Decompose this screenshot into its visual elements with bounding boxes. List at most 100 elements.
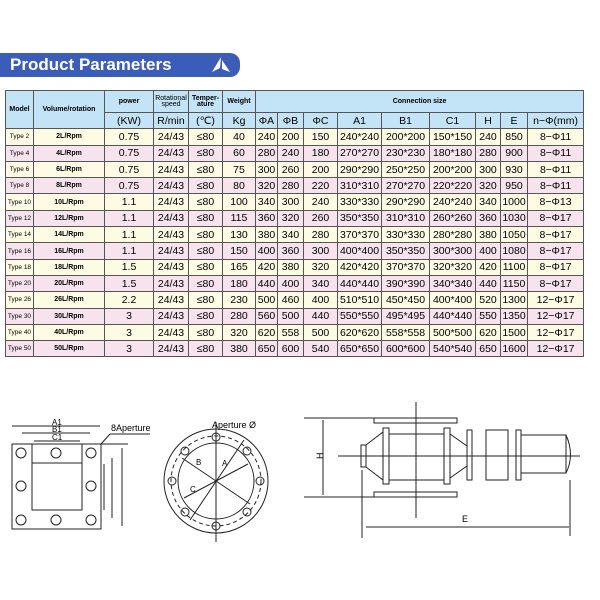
table-cell: 1050 [500,226,528,244]
table-cell: 340 [475,193,501,211]
table-cell: 8L/Rpm [33,177,105,195]
table-cell: 0.75 [104,177,154,195]
table-cell: 165 [222,258,256,276]
label-aperture-dia: Aperture Ø [212,420,256,430]
table-cell: 240*240 [429,193,476,211]
table-cell: 2L/Rpm [33,128,105,146]
table-cell: 380 [255,226,278,244]
table-cell: 400*400 [337,242,382,260]
table-cell: 400 [303,291,338,309]
table-cell: 8−Φ17 [526,242,585,260]
table-cell: 180 [222,274,256,293]
table-cell: 540 [303,340,338,358]
table-cell: 8−Φ17 [526,258,585,276]
table-cell: 220*220 [429,177,476,195]
square-flange-diagram: A1 B1 C1 8Aperture Aperture Ø A B C [11,418,269,542]
table-cell: ≤80 [188,144,223,162]
table-cell: Type 8 [5,177,34,195]
table-cell: Type 18 [5,258,34,276]
table-cell: 400 [255,242,278,260]
table-cell: 18L/Rpm [33,258,105,276]
table-cell: 558*558 [381,323,430,342]
table-cell: 900 [500,144,528,162]
table-cell: 850 [500,128,528,146]
table-cell: 520 [475,291,501,309]
table-cell: Type 10 [5,193,34,211]
table-cell: 240 [475,128,501,146]
table-cell: 180 [303,144,338,162]
table-cell: 1080 [500,242,528,260]
section-banner: Product Parameters [0,53,240,77]
table-cell: 310*310 [381,209,430,228]
table-cell: 4L/Rpm [33,144,105,162]
table-cell: 558 [277,323,304,342]
table-cell: 300 [277,193,304,211]
table-cell: 1.5 [104,274,154,293]
table-cell: 40L/Rpm [33,323,105,342]
table-cell: 500 [303,323,338,342]
table-cell: 1000 [500,193,528,211]
table-cell: 24/43 [153,242,189,260]
table-cell: 540*540 [429,340,476,358]
table-cell: 230*230 [381,144,430,162]
table-cell: 60 [222,144,256,162]
table-cell: 260 [303,209,338,228]
table-cell: ≤80 [188,160,223,179]
table-cell: 650 [255,340,278,358]
table-cell: Type 12 [5,209,34,228]
table-cell: 24/43 [153,193,189,211]
table-cell: 200*200 [429,160,476,179]
table-cell: 290*290 [337,160,382,179]
table-cell: 12−Φ17 [526,307,585,325]
table-cell: 320 [303,258,338,276]
table-cell: 260 [277,160,304,179]
table-cell: 12−Φ17 [526,340,585,358]
table-cell: 1100 [500,258,528,276]
table-cell: ≤80 [188,323,223,342]
unit-header: ΦB [277,111,304,130]
table-cell: 280 [255,144,278,162]
table-cell: 250*250 [381,160,430,179]
table-cell: 1.1 [104,242,154,260]
table-cell: 380 [475,226,501,244]
table-cell: 370*370 [381,258,430,276]
label-e: E [462,514,468,524]
unit-header: H [475,111,501,130]
header-model: Model [5,89,34,130]
table-cell: 200*200 [381,128,430,146]
table-cell: 24/43 [153,128,189,146]
table-cell: 8−Φ17 [526,226,585,244]
table-cell: 350*350 [337,209,382,228]
table-cell: 8−Φ17 [526,274,585,293]
table-cell: 1350 [500,307,528,325]
table-cell: 280 [303,226,338,244]
table-cell: 270*270 [337,144,382,162]
table-cell: ≤80 [188,209,223,228]
table-cell: 150 [303,128,338,146]
unit-header: A1 [337,111,382,130]
label-b: B [196,458,201,467]
table-cell: 3 [104,323,154,342]
label-c: C [190,485,196,494]
unit-header: C1 [429,111,476,130]
table-cell: ≤80 [188,291,223,309]
table-cell: 620*620 [337,323,382,342]
table-cell: 8−Φ11 [526,144,585,162]
table-cell: 8−Φ11 [526,177,585,195]
table-cell: 12L/Rpm [33,209,105,228]
table-cell: Type 40 [5,323,34,342]
table-cell: 290*290 [381,193,430,211]
table-cell: 420 [255,258,278,276]
table-cell: 240 [277,144,304,162]
table-cell: 280 [475,144,501,162]
table-cell: 200 [277,128,304,146]
label-a: A [222,459,228,468]
header-power: power [104,90,154,113]
table-cell: 320*320 [429,258,476,276]
table-cell: 24/43 [153,258,189,276]
table-cell: 620 [475,323,501,342]
